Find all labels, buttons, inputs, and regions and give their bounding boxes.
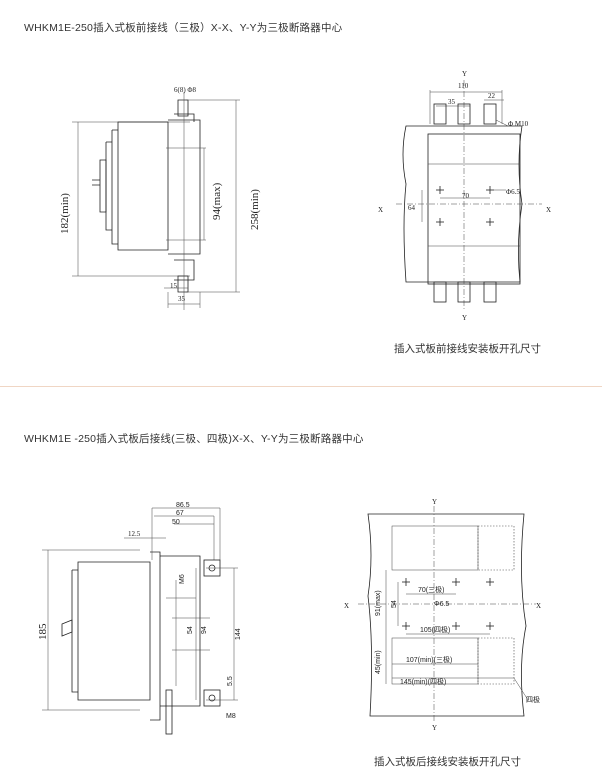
dim-hole: Φ6.5 — [506, 188, 520, 196]
dim-107: 107(min)(三极) — [406, 655, 452, 664]
axis-x-right: X — [536, 602, 541, 610]
dim-185: 185 — [37, 623, 49, 640]
dim-110: 110 — [458, 82, 469, 90]
dim-145: 145(min)(四极) — [400, 677, 446, 686]
dim-86-5: 86.5 — [176, 502, 190, 509]
dim-m6: M6 — [179, 574, 186, 584]
dim-bolt: 6(8) Φ8 — [174, 86, 197, 94]
dim-70: 70(三极) — [418, 585, 444, 594]
rear-wiring-side-view: 185 86.5 67 50 12.5 M6 M8 54 94 144 5.5 — [37, 502, 242, 735]
dim-12-5: 12.5 — [128, 530, 141, 538]
dim-22: 22 — [488, 92, 496, 100]
dim-64: 64 — [408, 204, 416, 212]
front-wiring-cutout: Y Y X X 110 35 22 Φ M10 Φ6.5 70 64 — [378, 70, 551, 322]
dim-54: 54 — [187, 626, 194, 634]
dim-45: 45(min) — [375, 650, 382, 674]
dim-5-5: 5.5 — [227, 676, 234, 686]
dim-258: 258(min) — [249, 189, 261, 230]
mounting-holes — [436, 186, 494, 226]
section2-caption: 插入式板后接线安装板开孔尺寸 — [374, 756, 521, 768]
section2-title: WHKM1E -250插入式板后接线(三极、四极)X-X、Y-Y为三极断路器中心 — [24, 433, 364, 445]
dim-94: 94(max) — [211, 182, 223, 220]
axis-y-top: Y — [432, 498, 437, 506]
dim-105: 105(四极) — [420, 625, 450, 634]
dim-m10: Φ M10 — [508, 120, 529, 128]
section1-caption: 插入式板前接线安装板开孔尺寸 — [394, 343, 541, 355]
front-wiring-side-view: 182(min) 94(max) 258(min) 6(8) Φ8 35 15 — [59, 86, 261, 310]
dim-small: 15 — [170, 282, 178, 290]
axis-x-left: X — [378, 206, 383, 214]
dim-35: 35 — [448, 98, 456, 106]
label-four-pole: 四极 — [526, 695, 540, 704]
dim-hole: Φ6.5 — [434, 601, 449, 608]
axis-y-bottom: Y — [462, 314, 467, 322]
axis-y-bottom: Y — [432, 724, 437, 732]
axis-x-right: X — [546, 206, 551, 214]
axis-y-top: Y — [462, 70, 467, 78]
section-divider — [0, 386, 602, 387]
dim-50: 50 — [172, 519, 180, 526]
dim-70: 70 — [462, 192, 470, 200]
dim-67: 67 — [176, 510, 184, 517]
dim-144: 144 — [235, 628, 242, 640]
dim-91: 91(max) — [375, 590, 382, 616]
axis-x-left: X — [344, 602, 349, 610]
dim-182: 182(min) — [59, 193, 71, 234]
dim-m8: M8 — [226, 713, 236, 720]
dim-94: 94 — [201, 626, 208, 634]
section1-title: WHKM1E-250插入式板前接线（三极）X-X、Y-Y为三极断路器中心 — [24, 22, 343, 34]
dim-54: 54 — [391, 600, 398, 608]
dim-depth: 35 — [178, 295, 186, 303]
rear-wiring-cutout: Y Y X X 70(三极) Φ6.5 105(四极) 107(min)(三极)… — [344, 498, 541, 732]
mounting-holes — [402, 578, 494, 630]
